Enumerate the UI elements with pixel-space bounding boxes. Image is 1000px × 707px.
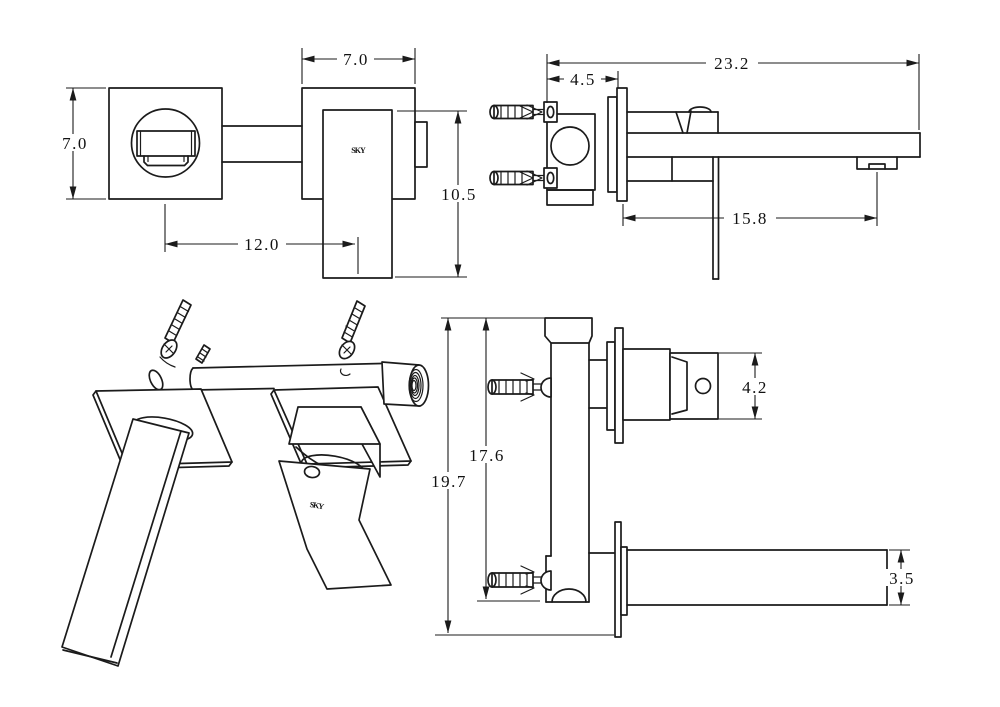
- brand-mark-iso: SKY: [309, 500, 325, 511]
- spout-and-handle-side: [626, 106, 921, 280]
- wall-anchor-lower: [489, 170, 546, 186]
- dim-install-spout-size: 3.5: [883, 549, 920, 606]
- dim-install-body-height: 17.6: [464, 318, 540, 602]
- side-section-view: 23.2 4.5 15.8: [489, 54, 921, 280]
- dim-front-plate-height: 7.0: [56, 87, 106, 200]
- wall-anchor-upper: [489, 104, 546, 120]
- spout-front-face: [136, 130, 196, 167]
- dim-install-spout-size-label: 3.5: [889, 569, 915, 588]
- valve-body: [543, 101, 596, 206]
- spout-aerator: [856, 156, 898, 170]
- iso-handle-blade: [278, 460, 392, 590]
- dim-side-spout-reach-label: 15.8: [732, 209, 768, 228]
- inwall-body: [544, 317, 616, 603]
- dim-side-total-depth-label: 23.2: [714, 54, 750, 73]
- wall-plate-stack: [607, 87, 628, 202]
- isometric-view: SKY: [61, 299, 430, 667]
- dim-front-center-spacing-label: 12.0: [244, 235, 280, 254]
- dim-front-center-spacing: 12.0: [164, 204, 359, 274]
- dim-front-handle-height: 10.5: [395, 110, 481, 278]
- dim-install-total-height-label: 19.7: [431, 472, 467, 491]
- dim-front-plate-width-label: 7.0: [343, 50, 369, 69]
- front-view: SKY 7.0 7.0 10.5 12.0: [56, 48, 481, 279]
- dim-side-total-depth: 23.2: [546, 54, 920, 130]
- spout-wall-plate-front: [108, 87, 223, 200]
- dim-install-body-height-label: 17.6: [469, 446, 505, 465]
- iso-anchor-left: [159, 299, 211, 368]
- dim-side-spout-reach: 15.8: [622, 172, 878, 228]
- dim-side-wall-section: 4.5: [547, 70, 619, 89]
- installation-section-view: 19.7 17.6 4.2 3.5: [426, 317, 920, 638]
- iso-handle-box-top: [288, 406, 381, 445]
- dim-front-plate-width: 7.0: [301, 48, 416, 84]
- iso-spout-assembly: [61, 388, 233, 667]
- dim-front-plate-height-label: 7.0: [62, 134, 88, 153]
- dim-front-handle-height-label: 10.5: [441, 185, 477, 204]
- iso-anchor-right: [338, 300, 366, 377]
- iso-threaded-inlet: [381, 361, 430, 407]
- dim-install-total-height: 19.7: [426, 317, 614, 636]
- spout-collar-circle: [130, 108, 201, 178]
- iso-spout: [61, 418, 190, 667]
- install-handle-assembly: [606, 327, 719, 444]
- iso-handle-assembly: SKY: [270, 386, 412, 590]
- install-anchor-upper: [487, 372, 552, 402]
- install-anchor-lower: [487, 565, 552, 595]
- dim-install-handle-size-label: 4.2: [742, 378, 768, 397]
- valve-cartridge-circle: [550, 126, 590, 166]
- handle-side-tab: [414, 121, 428, 168]
- brand-mark: SKY: [351, 146, 366, 155]
- dim-install-handle-size: 4.2: [718, 352, 773, 420]
- install-spout-assembly: [614, 521, 888, 638]
- connecting-bar: [221, 125, 303, 163]
- dim-side-wall-section-label: 4.5: [570, 70, 596, 89]
